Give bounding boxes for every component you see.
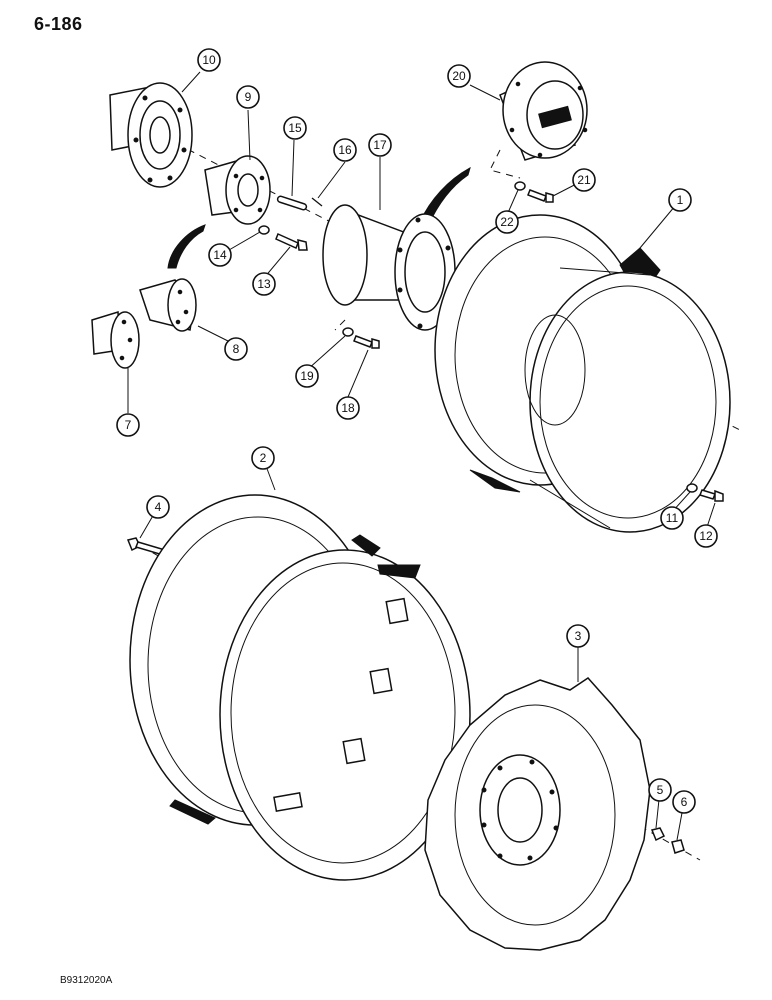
callout-4: 4 — [146, 495, 170, 519]
callout-18: 18 — [336, 396, 360, 420]
svg-text:8: 8 — [233, 342, 240, 356]
hub-collar-part-9 — [204, 155, 271, 225]
pin-part-16 — [311, 197, 323, 207]
center-disc-part-3 — [424, 677, 651, 951]
key-part-15 — [276, 195, 308, 211]
callout-17: 17 — [368, 133, 392, 157]
callout-22: 22 — [495, 210, 519, 234]
hub-flange-part-10 — [109, 82, 193, 188]
washer-part-19 — [342, 327, 354, 337]
svg-text:7: 7 — [125, 418, 132, 432]
adapter-part-8 — [139, 278, 197, 332]
hub-part-20 — [499, 61, 588, 161]
svg-text:11: 11 — [666, 511, 679, 525]
callout-21: 21 — [572, 168, 596, 192]
svg-text:17: 17 — [373, 138, 387, 152]
svg-text:10: 10 — [202, 53, 216, 67]
svg-text:13: 13 — [257, 277, 271, 291]
callout-1: 1 — [668, 188, 692, 212]
spacer-tube-part-17 — [322, 204, 456, 331]
svg-text:2: 2 — [260, 451, 267, 465]
rim-part-1 — [434, 214, 731, 533]
svg-text:20: 20 — [452, 69, 466, 83]
bolt-path-20 — [489, 149, 521, 179]
bolt-part-12 — [699, 489, 724, 502]
nut-part-6 — [671, 839, 685, 854]
svg-text:21: 21 — [577, 173, 591, 187]
callout-11: 11 — [660, 506, 684, 530]
bolt-part-4 — [126, 537, 167, 556]
rim-part-2 — [129, 494, 471, 881]
callout-5: 5 — [648, 778, 672, 802]
svg-text:15: 15 — [288, 121, 302, 135]
svg-text:22: 22 — [500, 215, 514, 229]
callout-8: 8 — [224, 337, 248, 361]
callout-6: 6 — [672, 790, 696, 814]
callout-2: 2 — [251, 446, 275, 470]
callout-14: 14 — [208, 243, 232, 267]
bolt-path-17 — [334, 319, 346, 331]
svg-text:1: 1 — [677, 193, 684, 207]
svg-text:12: 12 — [699, 529, 713, 543]
swing-arrow-right — [419, 166, 471, 227]
svg-text:9: 9 — [245, 90, 252, 104]
washer-part-11 — [686, 483, 698, 493]
callout-13: 13 — [252, 272, 276, 296]
svg-text:16: 16 — [338, 143, 352, 157]
svg-text:3: 3 — [575, 629, 582, 643]
washer-part-22 — [514, 181, 526, 191]
bolt-part-21 — [527, 189, 554, 203]
bolt-part-18 — [353, 335, 380, 349]
callout-20: 20 — [447, 64, 471, 88]
svg-text:4: 4 — [155, 500, 162, 514]
svg-text:18: 18 — [341, 401, 355, 415]
callout-12: 12 — [694, 524, 718, 548]
swing-arrow-left — [167, 224, 206, 269]
svg-text:6: 6 — [681, 795, 688, 809]
nut-part-5 — [650, 827, 666, 842]
svg-text:14: 14 — [213, 248, 227, 262]
callout-19: 19 — [295, 364, 319, 388]
figure-code: B9312020A — [60, 975, 113, 986]
svg-text:5: 5 — [657, 783, 664, 797]
callout-10: 10 — [197, 48, 221, 72]
svg-text:19: 19 — [300, 369, 314, 383]
callout-7: 7 — [116, 413, 140, 437]
callout-15: 15 — [283, 116, 307, 140]
callout-9: 9 — [236, 85, 260, 109]
callout-3: 3 — [566, 624, 590, 648]
page-number: 6-186 — [34, 14, 83, 34]
washer-part-14 — [258, 225, 270, 235]
callout-16: 16 — [333, 138, 357, 162]
bolt-part-13 — [275, 232, 308, 251]
adapter-part-7 — [91, 311, 140, 369]
